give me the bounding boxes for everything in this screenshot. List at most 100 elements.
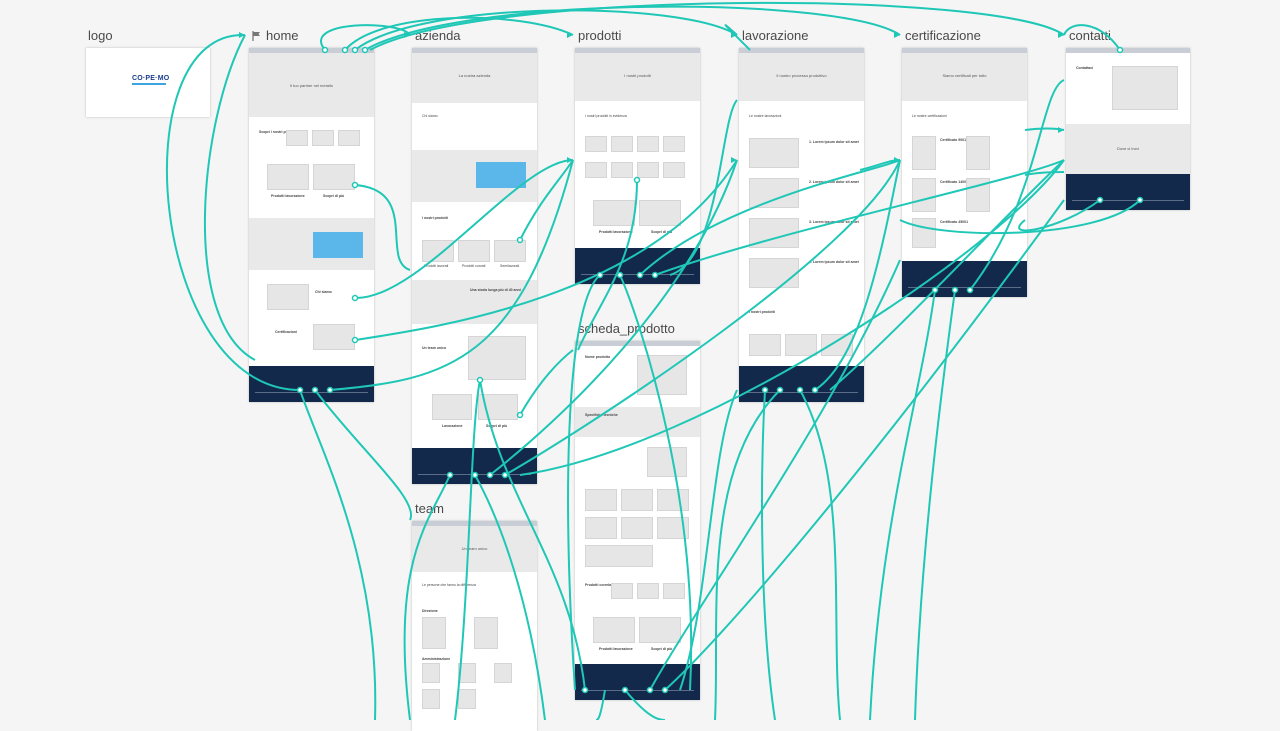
connection-line [1024, 127, 1065, 131]
logo-underline [132, 83, 166, 85]
connection-line [869, 289, 936, 720]
product-thumb [611, 583, 633, 599]
spec-box [621, 489, 653, 511]
step-image [749, 258, 799, 288]
home-highlight-box [313, 232, 363, 258]
product-image [637, 355, 687, 395]
scheda-title: Nome prodotto [585, 355, 611, 359]
connection-arrow [894, 157, 900, 163]
scheda-specs-title: Specifiche tecniche [585, 413, 618, 417]
logo-frame[interactable]: CO·PE·MO [86, 48, 210, 117]
person-photo [494, 663, 512, 683]
lavorazione-hero-title: Il nostro processo produttivo [776, 73, 827, 78]
frame-title-certificazione[interactable]: certificazione [905, 28, 981, 43]
footer-divider [581, 274, 694, 275]
contatti-frame[interactable]: Contattaci Dove ci trovi [1066, 48, 1190, 210]
person-photo [458, 663, 476, 683]
step-image [749, 178, 799, 208]
card-image [593, 617, 635, 643]
product-thumb [422, 240, 454, 262]
connection-line [204, 34, 256, 361]
product-thumb [338, 130, 360, 146]
lavorazione-hero: Il nostro processo produttivo [739, 53, 864, 101]
azienda-team-title: Un team unico [422, 346, 447, 350]
card-title: Lavorazione [442, 424, 463, 428]
product-thumb [663, 136, 685, 152]
connection-line [914, 289, 956, 720]
team-frame[interactable]: Un team unico Le persone che fanno la di… [412, 521, 537, 731]
frame-title-home[interactable]: home [252, 28, 299, 43]
section-image [313, 324, 355, 350]
certificazione-hero-title: Siamo certificati per tutto [942, 73, 987, 78]
certificazione-hero: Siamo certificati per tutto [902, 53, 1027, 101]
site-footer [575, 664, 700, 700]
frame-title-team[interactable]: team [415, 501, 444, 516]
connection-arrow [894, 32, 900, 38]
spec-box [585, 489, 617, 511]
contact-image [1112, 66, 1178, 110]
prodotti-frame[interactable]: I nostri prodotti I nostri prodotti in e… [575, 48, 700, 284]
card-title: Prodotti lavorazione [599, 230, 633, 234]
spec-box [585, 545, 653, 567]
lavorazione-frame[interactable]: Il nostro processo produttivo Le nostre … [739, 48, 864, 402]
card-title: Scopri di più [486, 424, 508, 428]
product-thumb [611, 162, 633, 178]
frame-title-prodotti[interactable]: prodotti [578, 28, 622, 43]
product-thumb [611, 136, 633, 152]
step-title: 4. Lorem ipsum dolor sit amet [809, 260, 859, 264]
azienda-hero: La nostra azienda [412, 53, 537, 103]
step-title: 2. Lorem ipsum dolor sit amet [809, 180, 859, 184]
product-thumb [585, 136, 607, 152]
flag-icon [252, 31, 260, 41]
connection-arrow [567, 157, 573, 163]
frame-title-contatti[interactable]: contatti [1069, 28, 1111, 43]
certificate-title: Certificato 45001 [940, 220, 969, 224]
spec-box [657, 517, 689, 539]
connection-line [320, 24, 411, 51]
frame-title-azienda[interactable]: azienda [415, 28, 461, 43]
lavorazione-products-title: I nostri prodotti [749, 310, 775, 314]
connection-line [1024, 171, 1065, 176]
card-image [478, 394, 518, 420]
footer-divider [581, 690, 694, 691]
frame-title-lavorazione[interactable]: lavorazione [742, 28, 809, 43]
connection-line [761, 389, 776, 720]
team-role-title: Amministrazione [422, 657, 451, 661]
card-image [267, 164, 309, 190]
product-thumb [312, 130, 334, 146]
home-frame[interactable]: Il tuo partner nel metallo Scopri i nost… [249, 48, 374, 402]
connection-arrow [567, 32, 573, 38]
product-thumb [585, 162, 607, 178]
connection-arrow [404, 32, 410, 38]
card-title: Scopri di più [651, 230, 673, 234]
certificate-title: Certificato 9001 [940, 138, 967, 142]
certificate-title: Certificato 14001 [940, 180, 969, 184]
spec-box [585, 517, 617, 539]
frame-title-scheda-prodotto[interactable]: scheda_prodotto [578, 321, 675, 336]
site-footer [249, 366, 374, 402]
connection-arrow [731, 32, 737, 38]
card-title: Semilavorati [500, 264, 520, 268]
card-image [593, 200, 635, 226]
step-title: 1. Lorem ipsum dolor sit amet [809, 140, 859, 144]
prodotti-intro: I nostri prodotti in evidenza [585, 114, 627, 118]
step-image [749, 138, 799, 168]
product-thumb [637, 136, 659, 152]
person-photo [474, 617, 498, 649]
home-about-title: Chi siamo [315, 290, 332, 294]
connection-line [859, 159, 901, 171]
site-footer [1066, 174, 1190, 210]
azienda-frame[interactable]: La nostra azienda Chi siamo I nostri pro… [412, 48, 537, 484]
frame-title-logo[interactable]: logo [88, 28, 113, 43]
scheda-prodotto-frame[interactable]: Nome prodotto Specifiche tecniche Prodot… [575, 341, 700, 700]
card-image [313, 164, 355, 190]
footer-divider [255, 392, 368, 393]
card-title: Prodotti lavorazione [271, 194, 305, 198]
product-thumb [785, 334, 817, 356]
certificate-image [966, 136, 990, 170]
step-title: 3. Lorem ipsum dolor sit amet [809, 220, 859, 224]
product-thumb [637, 583, 659, 599]
connection-arrow [731, 157, 737, 163]
certificate-image [966, 178, 990, 212]
certificazione-frame[interactable]: Siamo certificati per tutto Le nostre ce… [902, 48, 1027, 297]
